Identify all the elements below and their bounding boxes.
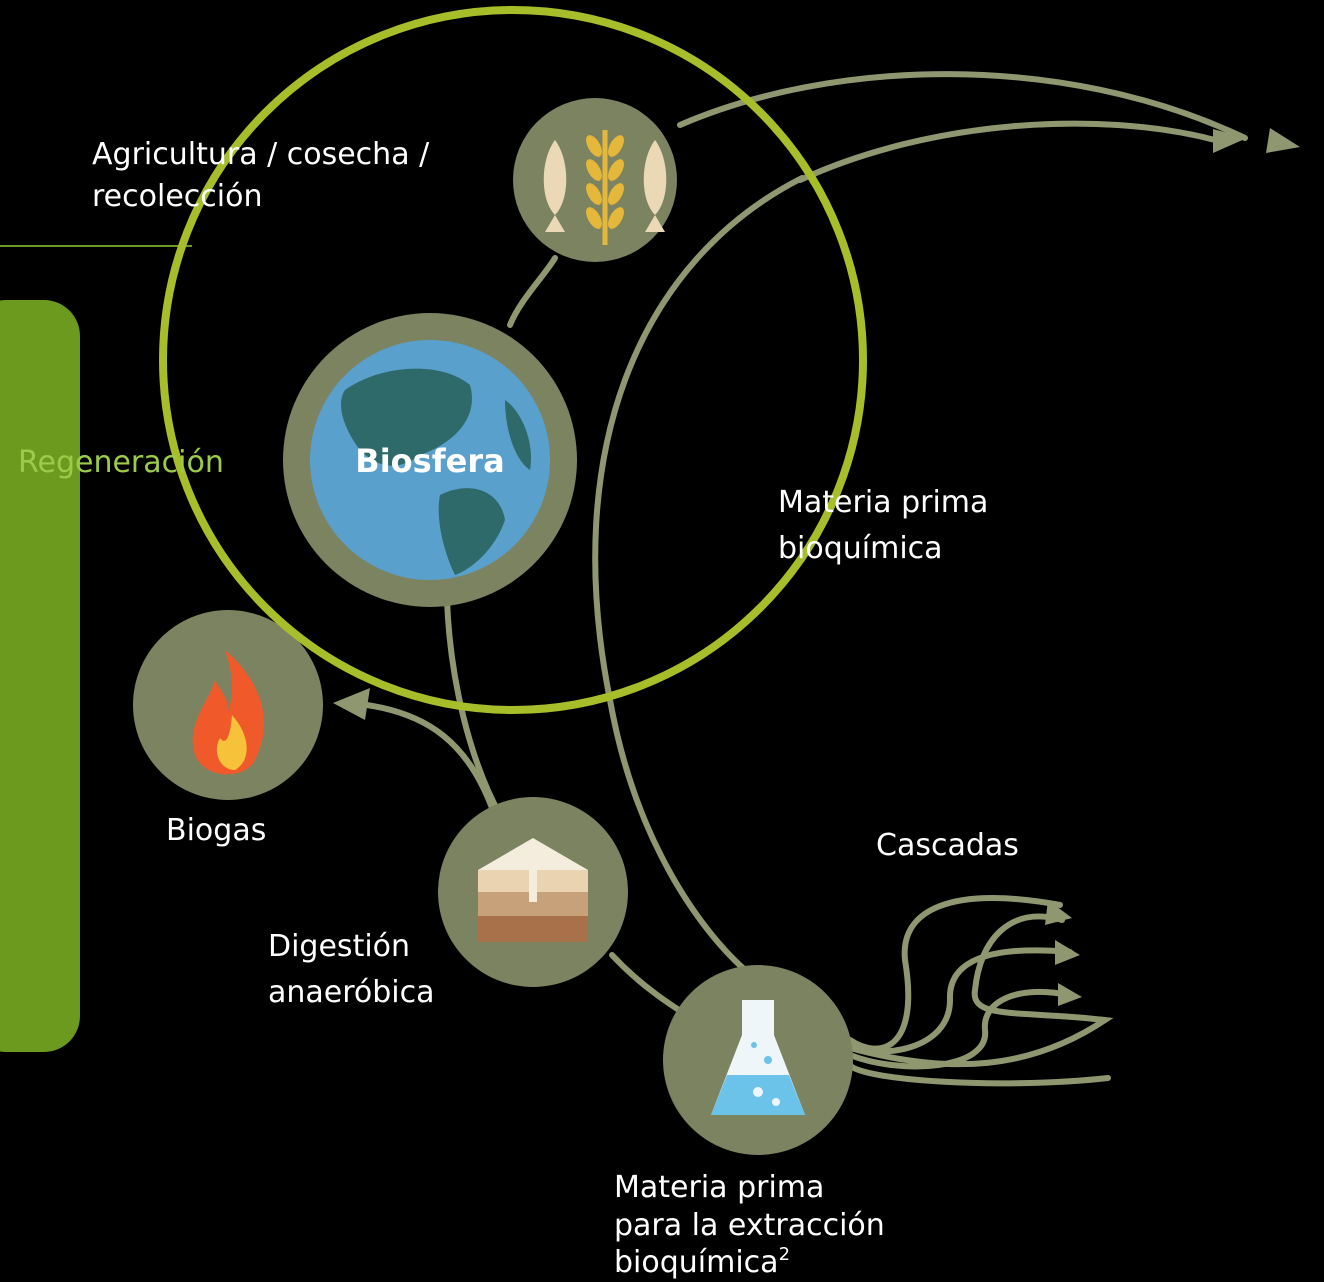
- agriculture-node: [513, 98, 677, 262]
- agriculture-label-line2: recolección: [92, 179, 262, 214]
- regeneration-label-text: Regeneración: [18, 445, 224, 480]
- regeneration-label: Regeneración: [18, 445, 224, 480]
- extraction-label-line1: Materia prima: [614, 1170, 824, 1205]
- highlight-ring: [159, 6, 867, 714]
- wheat-fish-icon: [543, 130, 667, 245]
- biogas-label: Biogas: [166, 813, 266, 848]
- regeneration-panel: [0, 300, 80, 1052]
- arrow-heads: [333, 128, 1300, 1006]
- flask-icon: [711, 1000, 805, 1115]
- extraction-label-line3: bioquímica: [614, 1245, 779, 1280]
- biosphere-label: Biosfera: [355, 442, 504, 480]
- cascades-label: Cascadas: [876, 828, 1019, 863]
- biosphere-node: Biosfera: [283, 313, 577, 607]
- agriculture-label-line1: Agricultura / cosecha /: [92, 137, 430, 172]
- biogas-node: [133, 610, 323, 800]
- extraction-footnote: 2: [779, 1244, 790, 1265]
- biochemical-feedstock-label-line2: bioquímica: [778, 531, 943, 566]
- flame-icon: [192, 650, 264, 775]
- anaerobic-digestion-node: [438, 797, 628, 987]
- flow-lines: [347, 71, 1248, 1087]
- extraction-label-line2: para la extracción: [614, 1208, 885, 1243]
- extraction-label-line3-wrap: bioquímica2: [614, 1244, 790, 1280]
- anaerobic-label-line1: Digestión: [268, 929, 410, 964]
- anaerobic-label-line2: anaeróbica: [268, 975, 435, 1010]
- biochemical-feedstock-label-line1: Materia prima: [778, 485, 988, 520]
- extraction-node: [663, 965, 853, 1155]
- soil-layers-icon: [478, 838, 588, 942]
